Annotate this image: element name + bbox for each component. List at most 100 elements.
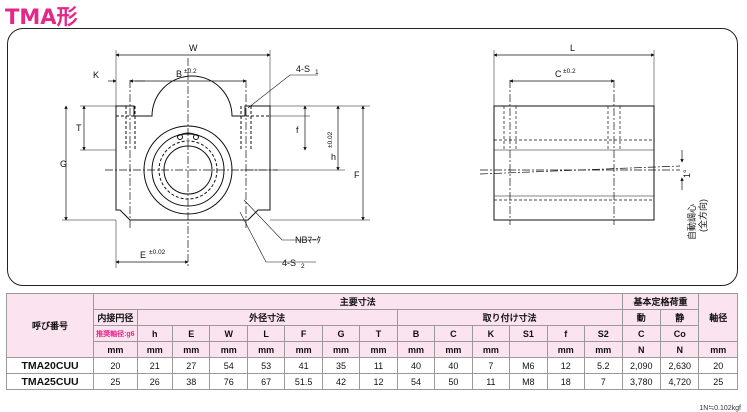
- col-header: B: [396, 325, 436, 342]
- unit-cell: mm: [396, 341, 436, 358]
- value-cell: 54: [396, 373, 436, 390]
- value-cell: 2,090: [621, 357, 661, 374]
- unit-cell: [509, 341, 548, 358]
- dim-h: h: [331, 152, 336, 162]
- page-title: TMA形: [5, 5, 78, 29]
- dim-T: T: [76, 123, 82, 133]
- value-cell: 53: [246, 357, 286, 374]
- dim-h-tol: ±0.02: [327, 131, 334, 148]
- col-header: S2: [584, 325, 623, 342]
- value-cell: M6: [509, 357, 548, 374]
- value-cell: 3,780: [621, 373, 661, 390]
- dim-F: F: [354, 170, 360, 180]
- side-outline: [493, 105, 655, 221]
- col-header: G: [321, 325, 361, 342]
- drawing-frame: [7, 28, 738, 286]
- dim-E-tol: ±0.02: [149, 249, 166, 256]
- col-header: L: [246, 325, 286, 342]
- value-cell: 21: [136, 357, 174, 374]
- unit-cell: N: [659, 341, 700, 358]
- value-cell: 51.5: [284, 373, 323, 390]
- dim-K: K: [93, 70, 99, 80]
- dim-L: L: [570, 43, 575, 53]
- label-NB-mark: NBﾏｰｸ: [295, 235, 321, 245]
- col-header: K: [471, 325, 511, 342]
- value-cell: 25: [93, 373, 138, 390]
- value-cell: 76: [209, 373, 248, 390]
- col-header: Co: [659, 325, 700, 342]
- col-header: E: [172, 325, 211, 342]
- col-header: F: [284, 325, 323, 342]
- label-angle: 1°: [682, 169, 692, 178]
- value-cell: 42: [321, 373, 361, 390]
- unit-cell: mm: [246, 341, 286, 358]
- col-dynamic: 動: [621, 309, 661, 326]
- dim-E: E: [140, 250, 146, 260]
- unit-cell: mm: [471, 341, 511, 358]
- value-cell: 4,720: [659, 373, 700, 390]
- value-cell: 25: [698, 373, 738, 390]
- dim-W: W: [189, 43, 198, 53]
- col-header: T: [359, 325, 398, 342]
- col-header: S1: [509, 325, 548, 342]
- value-cell: 18: [546, 373, 586, 390]
- dim-f: f: [296, 125, 299, 135]
- value-cell: 26: [136, 373, 174, 390]
- unit-cell: mm: [584, 341, 623, 358]
- unit-cell: mm: [284, 341, 323, 358]
- dim-S1-sub: 1: [315, 69, 319, 76]
- unit-cell: mm: [359, 341, 398, 358]
- value-cell: 7: [471, 357, 511, 374]
- dim-C-tol: ±0.2: [563, 68, 576, 75]
- value-cell: 54: [209, 357, 248, 374]
- value-cell: 40: [434, 357, 473, 374]
- label-self-align: 自動調心: [686, 204, 697, 240]
- value-cell: 35: [321, 357, 361, 374]
- front-view: [62, 50, 370, 268]
- unit-cell: mm: [546, 341, 586, 358]
- col-header: f: [546, 325, 586, 342]
- dim-S2-sub: 2: [301, 263, 305, 270]
- unit-cell: mm: [209, 341, 248, 358]
- header-basic-load: 基本定格荷重: [621, 293, 700, 310]
- unit-cell: mm: [136, 341, 174, 358]
- col-header: h: [136, 325, 174, 342]
- value-cell: 20: [698, 357, 738, 374]
- value-cell: 12: [546, 357, 586, 374]
- col-shaft-dia: 軸径: [698, 293, 738, 342]
- front-labels: W B ±0.2 K 4-S 1 T G f h ±0.02 F E ±0.02…: [60, 43, 360, 270]
- header-mount-dims: 取り付け寸法: [396, 309, 623, 326]
- value-cell: 20: [93, 357, 138, 374]
- value-cell: 11: [359, 357, 398, 374]
- spec-table: 呼び番号 主要寸法 基本定格荷重 軸径 内接円径 外径寸法 取り付け寸法 動 静…: [5, 293, 738, 390]
- dim-S1: 4-S: [296, 64, 310, 74]
- technical-drawing: W B ±0.2 K 4-S 1 T G f h ±0.02 F E ±0.02…: [60, 43, 708, 270]
- value-cell: 67: [246, 373, 286, 390]
- unit-cell: mm: [434, 341, 473, 358]
- value-cell: 27: [172, 357, 211, 374]
- dim-B: B: [176, 69, 182, 79]
- label-self-align-note: (全方向): [697, 199, 708, 232]
- side-labels: L C ±0.2 1° 自動調心 (全方向): [555, 43, 708, 240]
- value-cell: 38: [172, 373, 211, 390]
- col-header: W: [209, 325, 248, 342]
- col-header: C: [621, 325, 661, 342]
- value-cell: 5.2: [584, 357, 623, 374]
- header-outer-dims: 外径寸法: [136, 309, 398, 326]
- model-cell: TMA25CUU: [5, 373, 95, 390]
- value-cell: 40: [396, 357, 436, 374]
- side-view: [479, 50, 684, 225]
- value-cell: 50: [434, 373, 473, 390]
- value-cell: M8: [509, 373, 548, 390]
- col-header: C: [434, 325, 473, 342]
- header-main-dims: 主要寸法: [93, 293, 623, 310]
- col-model: 呼び番号: [5, 293, 95, 358]
- dim-G: G: [60, 159, 67, 169]
- unit-cell: mm: [93, 341, 138, 358]
- footnote: 1N≒0.102kgf: [699, 405, 741, 412]
- unit-cell: mm: [321, 341, 361, 358]
- unit-cell: mm: [172, 341, 211, 358]
- value-cell: 41: [284, 357, 323, 374]
- value-cell: 11: [471, 373, 511, 390]
